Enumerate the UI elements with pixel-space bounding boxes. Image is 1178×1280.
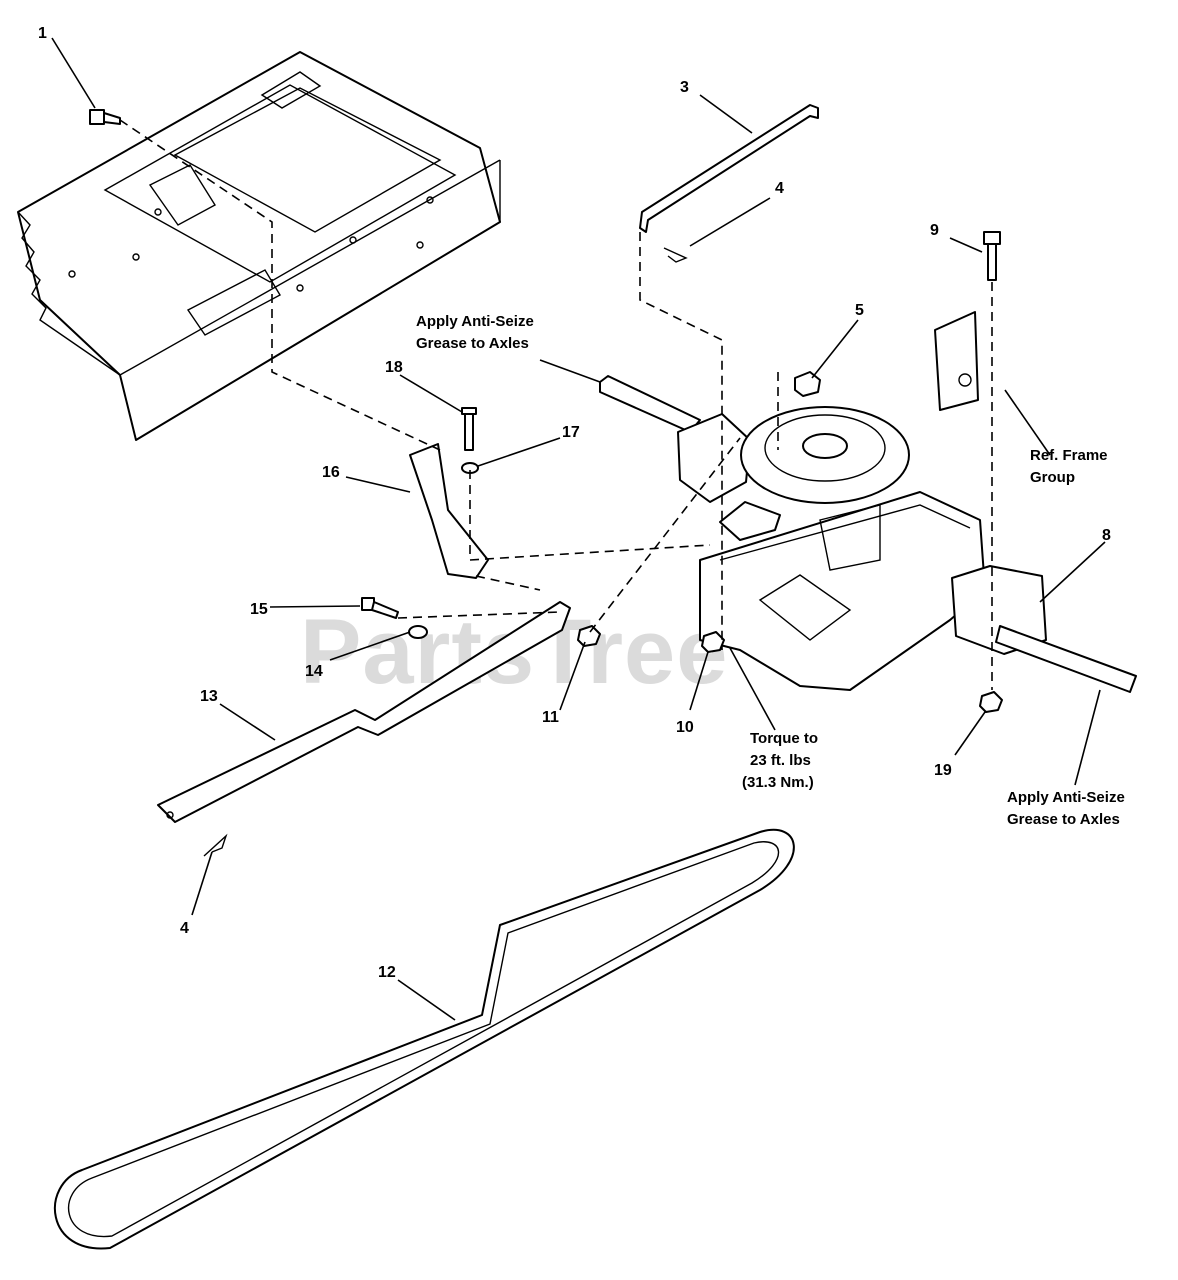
callout-9: 9 — [930, 222, 939, 239]
callout-3: 3 — [680, 79, 689, 96]
note-frame-ref: Ref. Frame Group — [1030, 447, 1108, 486]
callout-13: 13 — [200, 688, 218, 705]
callout-16: 16 — [322, 464, 340, 481]
bolt-part-1 — [89, 109, 121, 125]
note-antiseize-left: Apply Anti-Seize Grease to Axles — [416, 313, 534, 352]
note-antiseize-right: Apply Anti-Seize Grease to Axles — [1007, 789, 1125, 828]
svg-text:Ref. Frame: Ref. Frame — [1030, 447, 1108, 464]
svg-text:Grease to Axles: Grease to Axles — [416, 335, 529, 352]
callout-8: 8 — [1102, 527, 1111, 544]
leader-lines — [51, 37, 1106, 1021]
callout-19: 19 — [934, 762, 952, 779]
svg-text:Apply Anti-Seize: Apply Anti-Seize — [1007, 789, 1125, 806]
nut-part-11 — [577, 625, 601, 647]
rod-hole — [166, 811, 174, 819]
callout-14: 14 — [305, 663, 323, 680]
washer-part-14 — [408, 625, 428, 639]
callout-17: 17 — [562, 424, 580, 441]
frame-bracket — [934, 311, 979, 411]
note-torque: Torque to 23 ft. lbs (31.3 Nm.) — [742, 730, 818, 791]
callout-11: 11 — [542, 709, 559, 726]
nut-part-5 — [794, 371, 821, 397]
callout-4-lower: 4 — [180, 920, 189, 937]
nut-part-19 — [979, 691, 1003, 713]
callout-labels: 1 3 4 5 9 18 17 16 8 15 14 11 10 19 13 4… — [38, 25, 1111, 981]
callout-4: 4 — [775, 180, 784, 197]
callout-18: 18 — [385, 359, 403, 376]
bracket-part-16 — [409, 443, 489, 579]
control-rod-part-13 — [157, 601, 571, 823]
bolt-part-15 — [361, 597, 399, 619]
hairpin-clip-part-4b — [203, 833, 228, 857]
transaxle-assembly — [599, 375, 1137, 693]
assembly-lines — [119, 119, 993, 690]
bolt-part-18 — [461, 407, 477, 451]
frame-assembly — [17, 51, 501, 441]
svg-text:(31.3 Nm.): (31.3 Nm.) — [742, 774, 814, 791]
drive-belt-part-12 — [53, 829, 795, 1250]
hairpin-clip-part-4 — [663, 247, 688, 263]
svg-text:Apply Anti-Seize: Apply Anti-Seize — [416, 313, 534, 330]
callout-10: 10 — [676, 719, 694, 736]
callout-5: 5 — [855, 302, 864, 319]
callout-1: 1 — [38, 25, 47, 42]
svg-text:Grease to Axles: Grease to Axles — [1007, 811, 1120, 828]
svg-text:Group: Group — [1030, 469, 1075, 486]
nut-part-10 — [701, 631, 725, 653]
bracket-hole — [958, 373, 972, 387]
shift-rod-part-3 — [639, 104, 819, 233]
svg-text:Torque to: Torque to — [750, 730, 818, 747]
bolt-part-9 — [983, 231, 1001, 281]
callout-12: 12 — [378, 964, 396, 981]
svg-text:23 ft. lbs: 23 ft. lbs — [750, 752, 811, 769]
callout-15: 15 — [250, 601, 268, 618]
